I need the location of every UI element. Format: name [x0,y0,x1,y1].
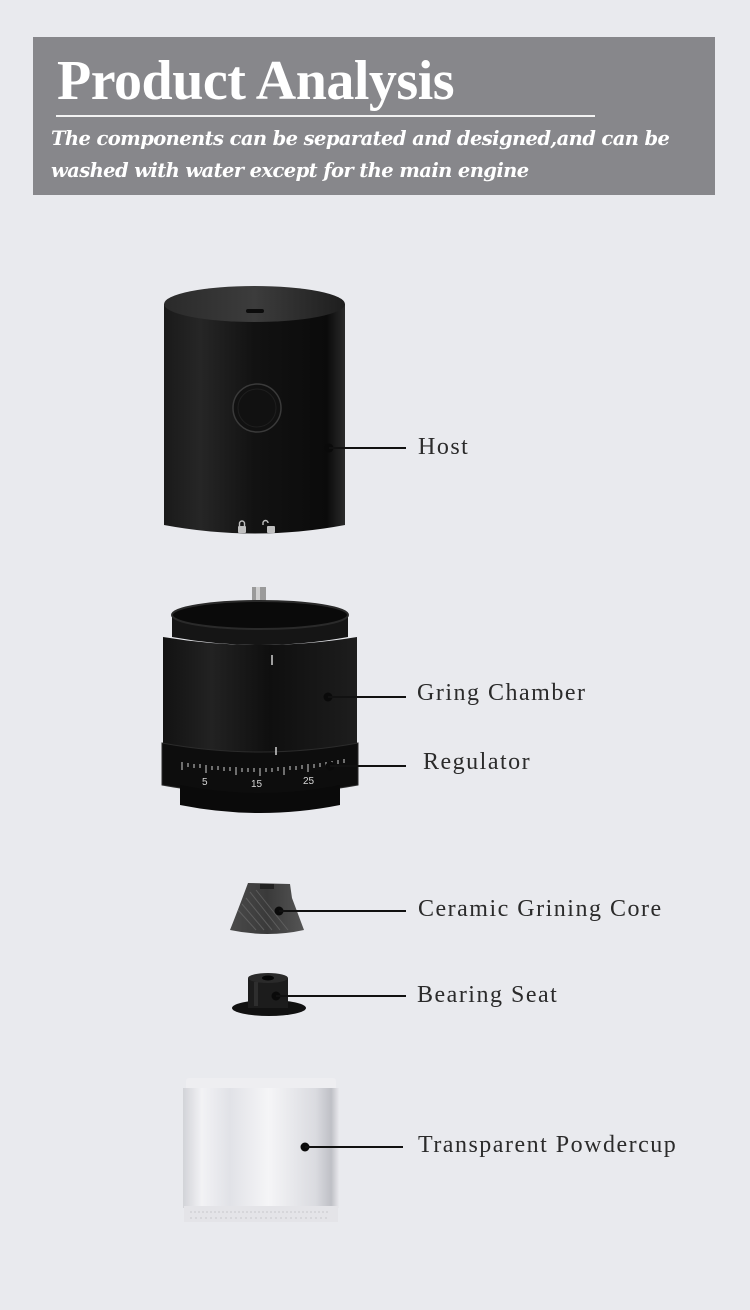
ceramic-core-image [230,883,304,934]
ceramic-core-callout-line [279,910,406,912]
page-title: Product Analysis [57,50,455,112]
ceramic-core-label: Ceramic Grining Core [418,895,663,922]
power-button-icon [232,383,282,433]
banner-subtitle: The components can be separated and desi… [51,127,670,182]
host-image [164,286,345,534]
bearing-seat-label: Bearing Seat [417,981,559,1008]
bearing-seat-callout-line [276,995,406,997]
powder-cup-image [183,1078,339,1222]
host-label: Host [418,433,470,460]
header-banner: Product Analysis The components can be s… [33,37,715,195]
grinding-chamber-label: Gring Chamber [417,679,587,706]
svg-text:25: 25 [303,776,315,787]
powder-cup-callout-line [305,1146,403,1148]
title-divider [56,115,595,117]
regulator-dial-ticks [181,759,345,776]
grinding-chamber-callout-line [328,696,406,698]
regulator-callout-line [330,765,406,767]
svg-text:15: 15 [251,779,263,790]
unlock-icon [262,519,275,533]
bearing-seat-image [232,973,306,1016]
powder-cup-label: Transparent Powdercup [418,1131,678,1158]
host-callout-line [329,447,406,449]
svg-text:5: 5 [202,777,208,788]
regulator-label: Regulator [423,748,532,775]
grinding-chamber-image: 5 15 25 [161,587,359,813]
lock-icon [238,520,246,533]
